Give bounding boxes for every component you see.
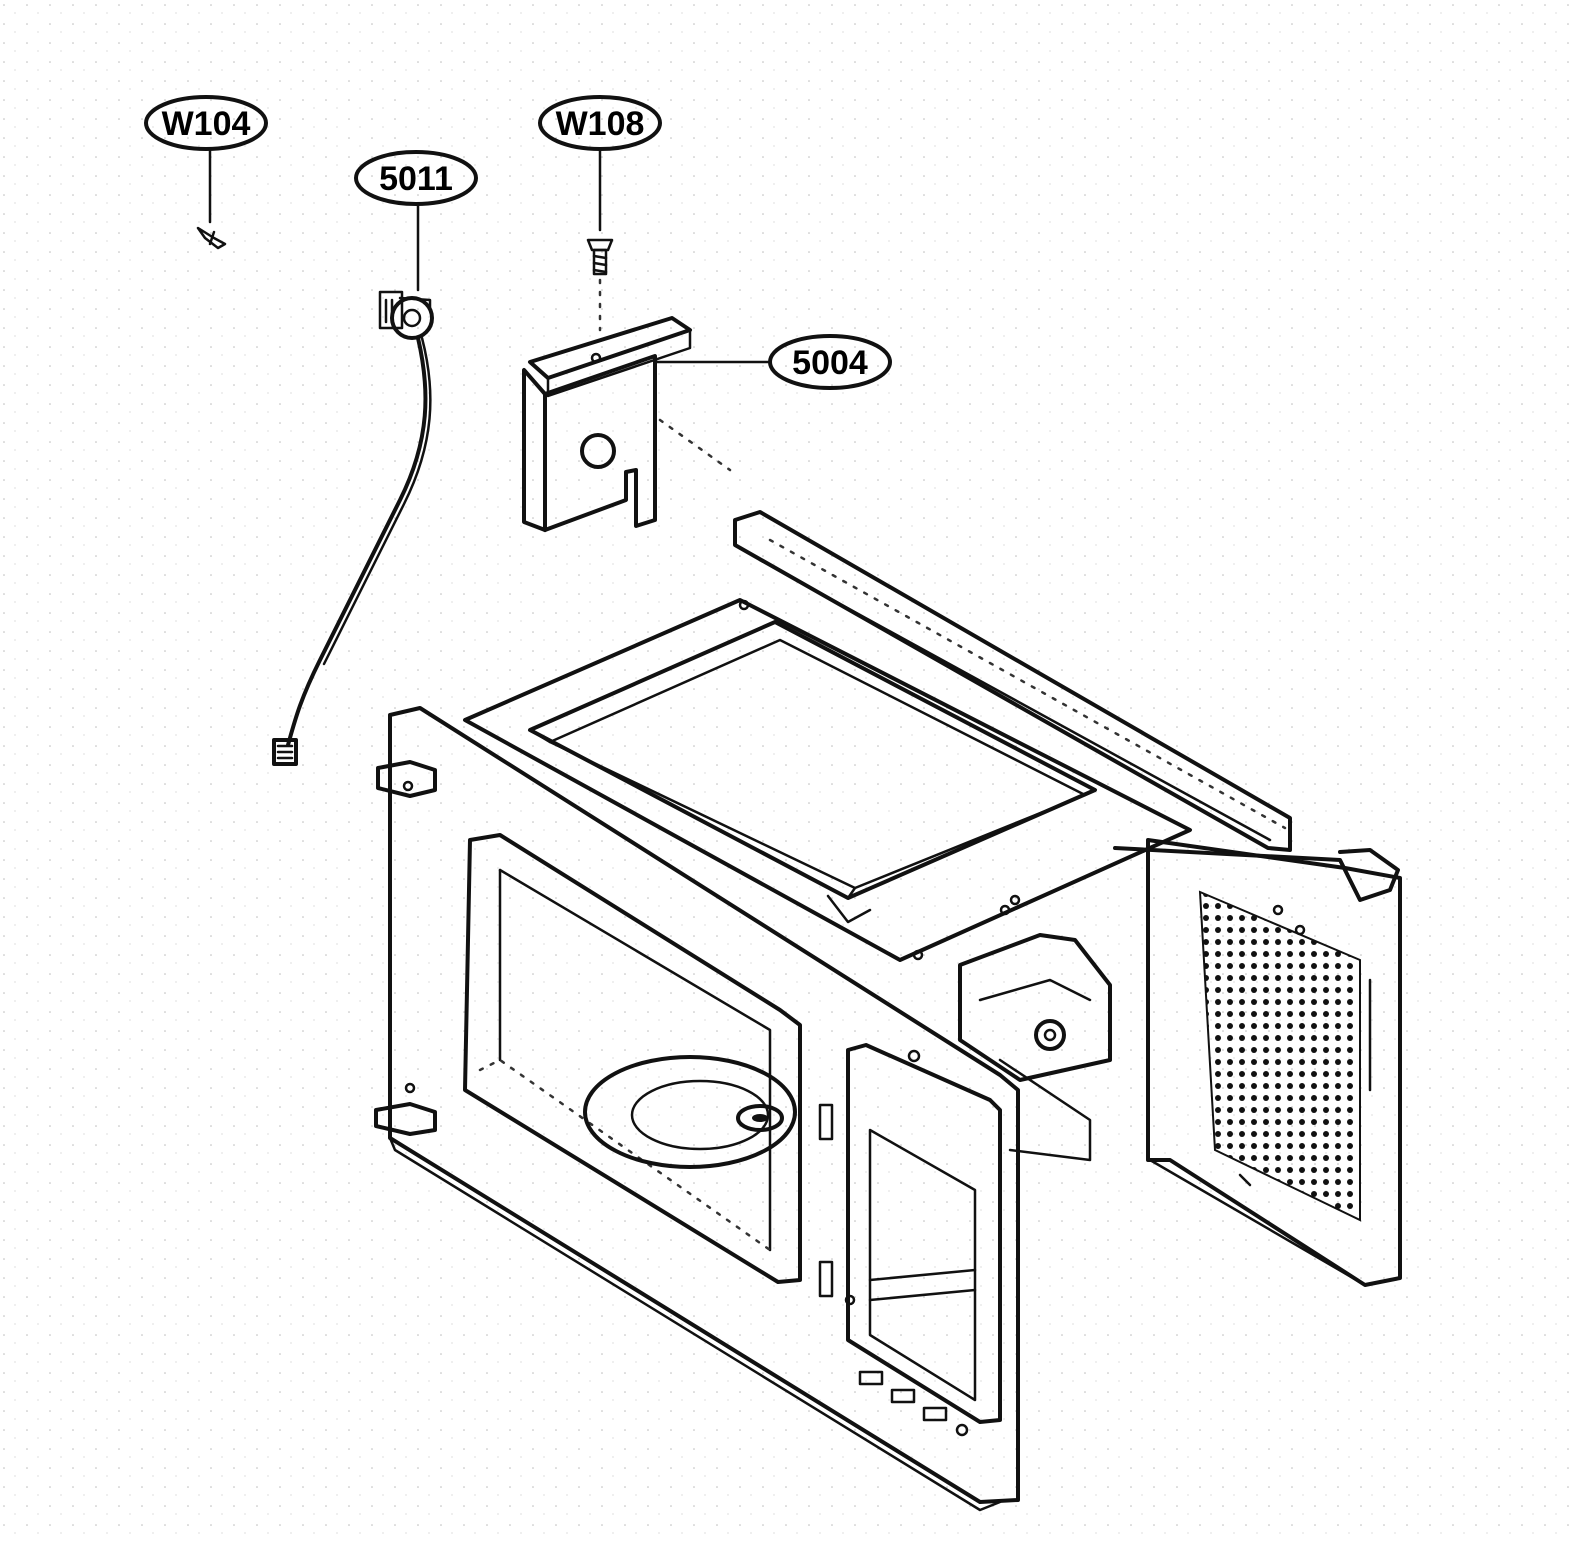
thermal-sensor-5011: [272, 290, 434, 766]
bracket-5004: [522, 316, 732, 532]
callout-w108: W108: [538, 95, 662, 232]
screw-w104: [196, 226, 227, 250]
callout-5011-label: 5011: [379, 160, 453, 198]
callout-w108-label: W108: [556, 105, 645, 143]
screw-w108: [586, 238, 614, 332]
callout-w104: W104: [144, 95, 268, 224]
microwave-cavity-chassis: [374, 510, 1402, 1512]
callout-5011: 5011: [354, 150, 478, 292]
callout-5004-label: 5004: [792, 344, 868, 382]
callout-w104-label: W104: [162, 105, 251, 143]
callout-5004: 5004: [653, 334, 892, 390]
